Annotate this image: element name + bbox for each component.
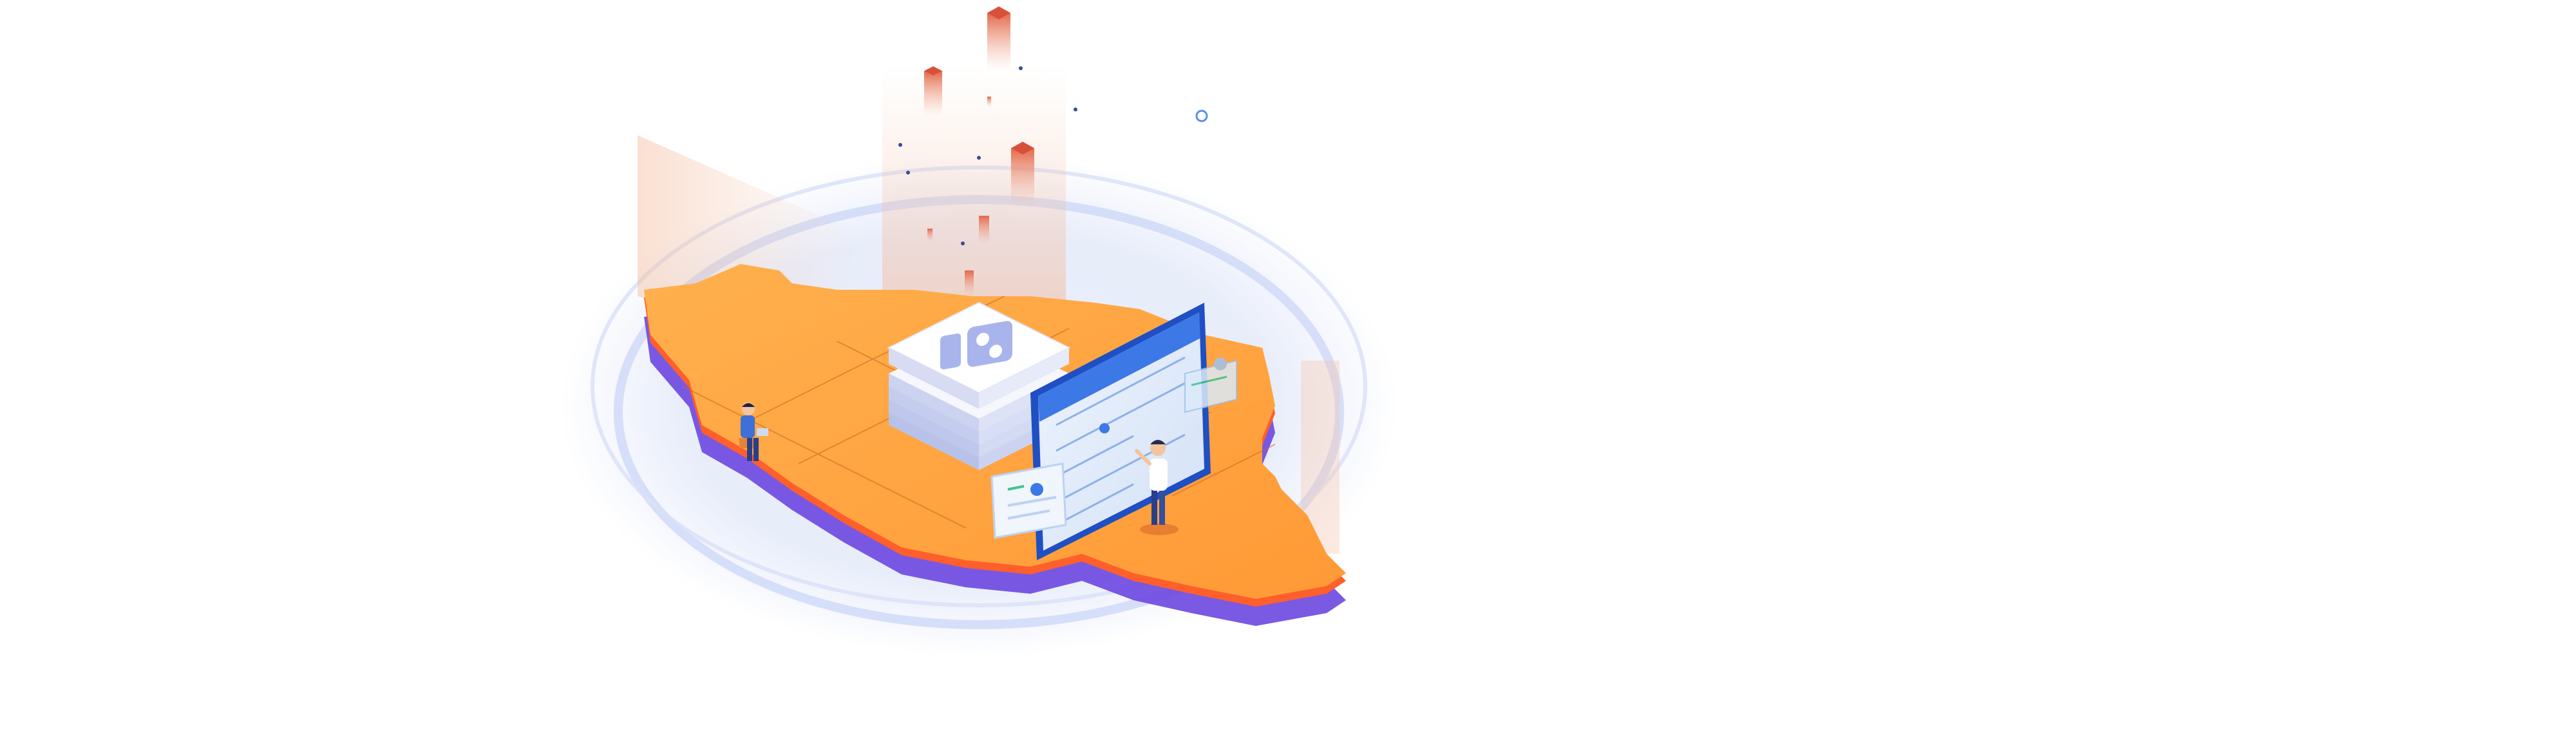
dashboard-monitor-icon [1030,303,1211,560]
server-stack-icon [887,301,1071,470]
person-seated-icon [739,402,768,461]
logo-mark-icon [940,321,1012,370]
data-card-icon [990,462,1067,539]
particles [898,66,1208,245]
floating-panel-icon [1184,357,1237,413]
floating-bars [924,6,1034,296]
person-icon [1135,440,1179,535]
